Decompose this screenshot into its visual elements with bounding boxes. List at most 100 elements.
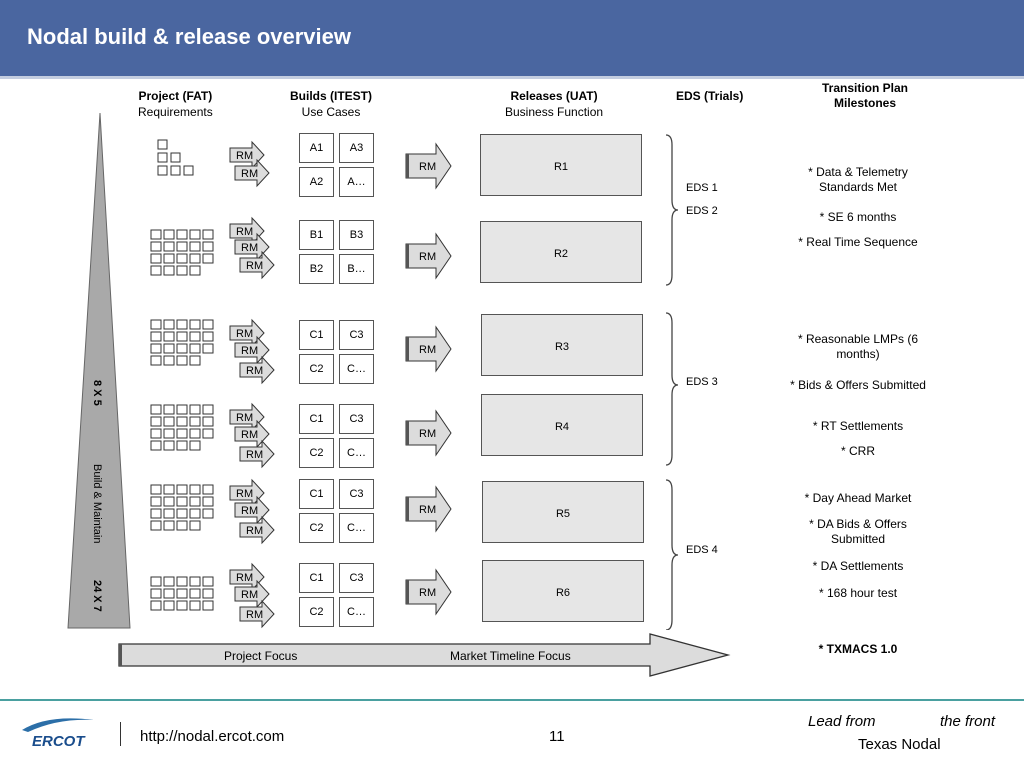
rm-arrow-release: RM	[405, 142, 452, 190]
pyramid-mid-label: Build & Maintain	[91, 464, 103, 544]
requirement-cell	[150, 404, 162, 415]
milestone-4: * Reasonable LMPs (6 months)	[797, 332, 919, 361]
rm-arrow-label: RM	[419, 344, 436, 356]
requirement-cell	[150, 588, 162, 599]
requirement-cell	[189, 484, 201, 495]
requirement-cell	[150, 265, 162, 276]
build-box: A1	[299, 133, 334, 163]
brace-2	[665, 312, 679, 466]
page-number: 11	[549, 728, 565, 745]
release-box: R6	[482, 560, 644, 622]
req-grid-5	[150, 484, 214, 531]
build-box: C3	[339, 320, 374, 350]
rm-arrow-release: RM	[405, 568, 452, 616]
rm-arrow-label: RM	[236, 412, 253, 424]
requirement-cell	[150, 600, 162, 611]
build-box: C2	[299, 513, 334, 543]
build-box: B1	[299, 220, 334, 250]
requirement-cell	[150, 416, 162, 427]
build-box: B…	[339, 254, 374, 284]
build-box: C3	[339, 563, 374, 593]
rm-arrow-shape	[239, 599, 275, 629]
rm-arrow-shape	[234, 579, 270, 609]
release-box: R4	[481, 394, 643, 456]
logo-text: ERCOT	[32, 733, 86, 750]
requirement-cell	[202, 343, 214, 354]
rm-arrow-label: RM	[419, 587, 436, 599]
rm-arrow-tail	[406, 154, 409, 178]
requirement-cell	[176, 496, 188, 507]
rm-arrow-tail	[406, 580, 409, 604]
requirement-cell	[163, 253, 175, 264]
requirement-cell	[202, 404, 214, 415]
builds-subtitle: Use Cases	[301, 105, 361, 119]
milestone-8: * Day Ahead Market	[804, 491, 912, 505]
rm-arrow-release: RM	[405, 325, 452, 373]
requirement-cell	[189, 520, 201, 531]
requirement-cell	[163, 520, 175, 531]
requirement-cell	[163, 508, 175, 519]
rm-arrow-label: RM	[419, 161, 436, 173]
timeline-arrow-tail	[119, 644, 122, 666]
eds-2: EDS 2	[686, 205, 718, 217]
requirement-cell	[189, 588, 201, 599]
timeline-left-label: Project Focus	[224, 649, 298, 663]
req-grid-4	[150, 404, 214, 451]
milestone-11: * 168 hour test	[818, 586, 898, 600]
column-header-eds: EDS (Trials)	[676, 89, 744, 103]
build-box: C3	[339, 479, 374, 509]
build-box: C…	[339, 513, 374, 543]
rm-arrow-small: RM	[229, 402, 265, 432]
timeline-arrow-shape	[118, 633, 731, 677]
req-grid-2	[150, 229, 214, 276]
requirement-cell	[202, 331, 214, 342]
header-divider	[0, 76, 1024, 79]
rm-arrow-shape	[234, 335, 270, 365]
requirement-cell	[202, 229, 214, 240]
rm-arrow-shape	[405, 409, 452, 457]
requirement-cell	[189, 331, 201, 342]
requirement-cell	[163, 319, 175, 330]
milestone-9: * DA Bids & Offers Submitted	[809, 517, 907, 546]
requirement-cell	[189, 319, 201, 330]
requirement-cell	[189, 428, 201, 439]
rm-arrow-label: RM	[419, 428, 436, 440]
requirement-cell	[189, 508, 201, 519]
build-box: A3	[339, 133, 374, 163]
milestone-10: * DA Settlements	[812, 559, 904, 573]
column-header-releases: Releases (UAT) Business Function	[505, 88, 603, 120]
rm-arrow-shape	[234, 419, 270, 449]
rm-arrow-small: RM	[234, 419, 270, 449]
eds-3: EDS 3	[686, 376, 718, 388]
pyramid-shape	[67, 112, 131, 629]
rm-arrow-small: RM	[234, 158, 270, 188]
milestone-2: * SE 6 months	[819, 210, 897, 224]
requirement-cell	[150, 229, 162, 240]
milestone-7: * CRR	[840, 444, 875, 458]
requirement-cell	[176, 576, 188, 587]
build-box: C1	[299, 320, 334, 350]
requirement-cell	[150, 331, 162, 342]
requirement-cell	[202, 253, 214, 264]
logo-swoosh	[22, 718, 94, 732]
requirement-cell	[189, 576, 201, 587]
rm-arrow-small: RM	[239, 515, 275, 545]
requirement-cell	[150, 440, 162, 451]
column-header-transition: Transition Plan Milestones	[821, 81, 908, 110]
milestone-3: * Real Time Sequence	[798, 235, 918, 249]
rm-arrow-label: RM	[246, 525, 263, 537]
requirement-cell	[176, 253, 188, 264]
requirement-cell	[163, 416, 175, 427]
rm-arrow-small: RM	[229, 318, 265, 348]
requirement-cell	[202, 588, 214, 599]
requirement-cell	[176, 588, 188, 599]
requirement-cell	[189, 355, 201, 366]
release-box: R3	[481, 314, 643, 376]
requirement-cell	[176, 343, 188, 354]
footer-url[interactable]: http://nodal.ercot.com	[140, 728, 285, 745]
requirement-cell	[176, 404, 188, 415]
ercot-logo: ERCOT	[22, 718, 94, 750]
requirement-cell	[189, 265, 201, 276]
tagline-texas-nodal: Texas Nodal	[858, 736, 941, 753]
